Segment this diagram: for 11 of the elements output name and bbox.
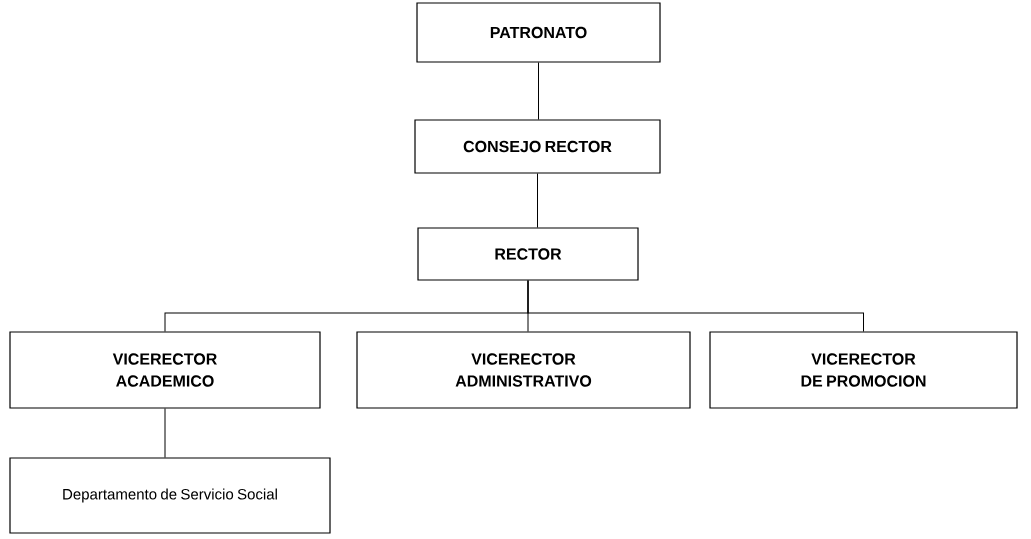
connector-line	[537, 173, 538, 228]
org-box: VICERECTOR ACADEMICO	[9, 331, 321, 409]
connector-line	[538, 62, 539, 120]
org-box: RECTOR	[417, 227, 639, 281]
org-box: Departamento de Servicio Social	[9, 457, 331, 534]
org-box: VICERECTOR ADMINISTRATIVO	[356, 331, 691, 409]
org-box: CONSEJO RECTOR	[414, 119, 661, 174]
connector-line	[527, 280, 864, 332]
org-box: PATRONATO	[416, 2, 661, 63]
org-box: VICERECTOR DE PROMOCION	[709, 331, 1018, 409]
connector-line	[164, 408, 166, 458]
